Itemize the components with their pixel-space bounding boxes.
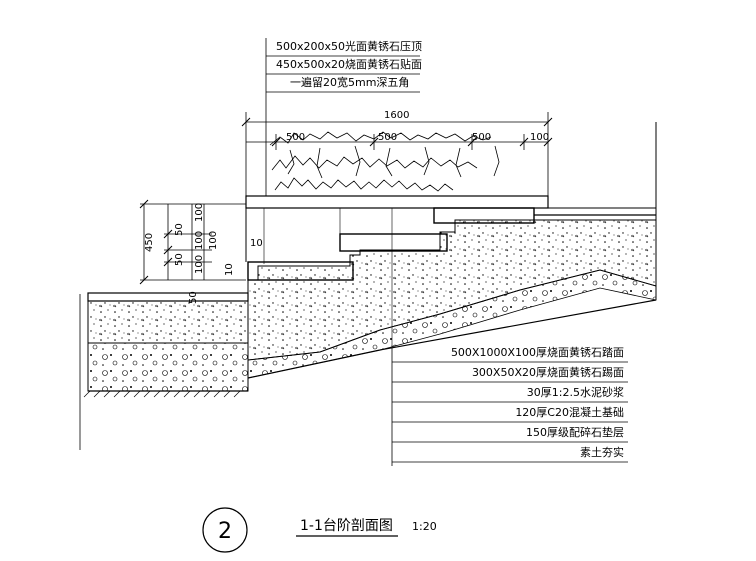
dim-top-seg1: 500 bbox=[286, 132, 305, 143]
title-scale: 1:20 bbox=[412, 520, 437, 533]
layer-label-soil: 素土夯实 bbox=[580, 445, 624, 459]
annotation-coping: 500x200x50光面黄锈石压顶 bbox=[276, 39, 422, 53]
layer-label-tread: 500X1000X100厚烧面黄锈石踏面 bbox=[451, 345, 624, 359]
title-name: 1-1台阶剖面图 bbox=[300, 518, 393, 534]
annotation-groove: 一遍留20宽5mm深五角 bbox=[290, 75, 409, 89]
dim-top-seg2: 500 bbox=[378, 132, 397, 143]
step-structure bbox=[245, 195, 657, 379]
title-number: 2 bbox=[218, 519, 232, 544]
dim-left-b: 50 bbox=[174, 253, 185, 266]
annotation-facing: 450x500x20烧面黄锈石贴面 bbox=[276, 57, 422, 71]
dimension-ticks bbox=[139, 117, 553, 285]
layer-label-gravel: 150厚级配碎石垫层 bbox=[526, 425, 624, 439]
dim-small-10a: 10 bbox=[250, 238, 263, 249]
left-ground bbox=[83, 292, 249, 398]
planting bbox=[269, 131, 500, 192]
leader-lines bbox=[79, 38, 628, 466]
dim-left-c: 100 bbox=[194, 203, 205, 222]
dim-left-d: 100 bbox=[194, 231, 205, 250]
dim-top-seg3: 500 bbox=[472, 132, 491, 143]
layer-label-concrete: 120厚C20混凝土基础 bbox=[515, 405, 624, 419]
dim-small-10b: 10 bbox=[224, 263, 235, 276]
dim-left-f: 100 bbox=[208, 231, 219, 250]
title-number-circle bbox=[202, 507, 248, 553]
dim-small-50: 50 bbox=[188, 291, 199, 304]
dim-left-a: 50 bbox=[174, 223, 185, 236]
title-block: 2 1-1台阶剖面图 1:20 bbox=[202, 507, 437, 553]
dim-left-e: 100 bbox=[194, 255, 205, 274]
dim-top-total: 1600 bbox=[384, 110, 409, 121]
layer-label-mortar: 30厚1:2.5水泥砂浆 bbox=[527, 385, 624, 399]
dim-top-seg4: 100 bbox=[530, 132, 549, 143]
layer-label-riser: 300X50X20厚烧面黄锈石踢面 bbox=[472, 365, 624, 379]
dim-left-total: 450 bbox=[144, 233, 155, 252]
